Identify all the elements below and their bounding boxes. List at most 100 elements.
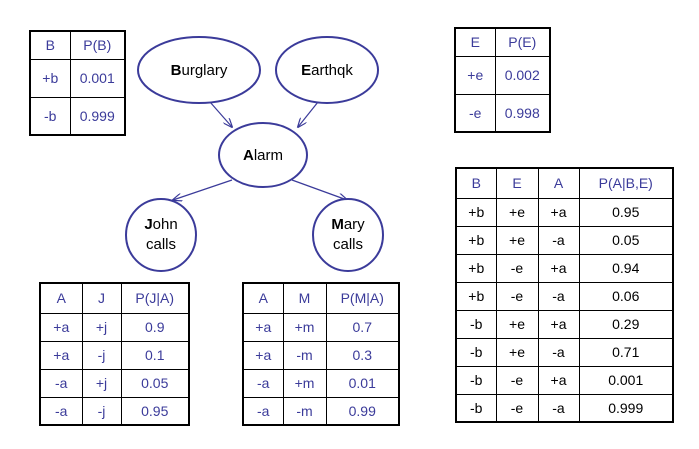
table-p-m-given-a: A M P(M|A) +a +m 0.7 +a -m 0.3 -a +m 0.0… (242, 282, 400, 426)
node-burglary-initial: B (171, 62, 182, 79)
table-p-e-cell: +e (454, 55, 496, 95)
table-p-a-header: P(A|B,E) (578, 167, 674, 199)
node-mary-calls: Mary calls (312, 198, 384, 272)
table-p-j-cell: 0.9 (120, 312, 190, 342)
table-p-a-cell: -a (537, 225, 580, 255)
node-john-initial: J (144, 216, 152, 233)
table-p-a-cell: +b (455, 197, 497, 227)
node-earthquake: Earthqk (275, 36, 379, 104)
table-p-e-header: P(E) (494, 27, 551, 57)
table-p-m-cell: 0.3 (325, 340, 400, 370)
table-p-j-cell: +j (81, 312, 122, 342)
table-p-a-cell: -b (455, 393, 497, 423)
table-p-a-cell: -b (455, 309, 497, 339)
node-alarm-initial: A (243, 147, 254, 164)
table-p-a-header: B (455, 167, 497, 199)
table-p-a-cell: +e (495, 197, 539, 227)
table-p-j-cell: 0.95 (120, 396, 190, 426)
table-p-a-cell: +b (455, 225, 497, 255)
table-p-a-cell: -e (495, 365, 539, 395)
table-p-a-cell: 0.95 (578, 197, 674, 227)
table-p-e-header: E (454, 27, 496, 57)
table-p-e: E P(E) +e 0.002 -e 0.998 (454, 27, 551, 133)
table-p-e-cell: 0.998 (494, 93, 551, 133)
table-p-a-cell: +b (455, 253, 497, 283)
table-p-m-header: A (242, 282, 284, 314)
table-p-m-cell: 0.01 (325, 368, 400, 398)
svg-text:Earthqk: Earthqk (301, 62, 353, 79)
table-p-j-given-a: A J P(J|A) +a +j 0.9 +a -j 0.1 -a +j 0.0… (39, 282, 190, 426)
table-p-m-header: P(M|A) (325, 282, 400, 314)
table-p-a-cell: -a (537, 393, 580, 423)
table-p-m-cell: +a (242, 340, 284, 370)
node-john-rest: ohn (153, 216, 178, 233)
table-p-a-cell: -e (495, 253, 539, 283)
table-p-a-cell: +b (455, 281, 497, 311)
table-p-b-cell: -b (29, 96, 71, 136)
table-p-a-cell: -e (495, 281, 539, 311)
svg-text:Alarm: Alarm (243, 147, 283, 164)
node-earthquake-initial: E (301, 62, 311, 79)
table-p-j-cell: 0.1 (120, 340, 190, 370)
node-john-line2: calls (146, 236, 176, 253)
table-p-m-cell: +a (242, 312, 284, 342)
table-p-a-cell: -b (455, 337, 497, 367)
table-p-a-header: E (495, 167, 539, 199)
table-p-e-cell: -e (454, 93, 496, 133)
edge-burglary-alarm (209, 101, 232, 127)
table-p-a-cell: 0.71 (578, 337, 674, 367)
svg-text:Mary: Mary (331, 216, 365, 233)
table-p-j-cell: +j (81, 368, 122, 398)
table-p-j-header: P(J|A) (120, 282, 190, 314)
table-p-j-cell: -j (81, 396, 122, 426)
table-p-a-cell: -a (537, 281, 580, 311)
node-mary-line2: calls (333, 236, 363, 253)
table-p-j-cell: -a (39, 368, 83, 398)
table-p-a-cell: +e (495, 309, 539, 339)
table-p-e-cell: 0.002 (494, 55, 551, 95)
table-p-a-cell: 0.999 (578, 393, 674, 423)
node-burglary-rest: urglary (181, 62, 227, 79)
node-earthquake-rest: arthqk (311, 62, 353, 79)
table-p-j-cell: +a (39, 340, 83, 370)
table-p-b-cell: 0.001 (69, 58, 126, 98)
table-p-j-cell: 0.05 (120, 368, 190, 398)
table-p-a-cell: -b (455, 365, 497, 395)
table-p-a-cell: +e (495, 225, 539, 255)
table-p-b-cell: 0.999 (69, 96, 126, 136)
table-p-b-cell: +b (29, 58, 71, 98)
table-p-m-cell: 0.7 (325, 312, 400, 342)
table-p-j-header: A (39, 282, 83, 314)
node-mary-initial: M (331, 216, 344, 233)
table-p-a-cell: 0.001 (578, 365, 674, 395)
node-burglary: Burglary (137, 36, 261, 104)
svg-text:John: John (144, 216, 177, 233)
table-p-m-cell: 0.99 (325, 396, 400, 426)
node-mary-rest: ary (344, 216, 365, 233)
table-p-a-cell: +e (495, 337, 539, 367)
table-p-a-cell: 0.94 (578, 253, 674, 283)
table-p-j-cell: +a (39, 312, 83, 342)
table-p-a-header: A (537, 167, 580, 199)
table-p-m-cell: -a (242, 396, 284, 426)
table-p-m-cell: -m (282, 396, 327, 426)
table-p-a-cell: -a (537, 337, 580, 367)
table-p-a-cell: +a (537, 365, 580, 395)
table-p-j-cell: -j (81, 340, 122, 370)
node-alarm-rest: larm (254, 147, 283, 164)
edge-alarm-john (173, 179, 233, 200)
svg-text:Burglary: Burglary (171, 62, 228, 79)
table-p-b-header: B (29, 30, 71, 60)
table-p-m-header: M (282, 282, 327, 314)
table-p-m-cell: +m (282, 368, 327, 398)
table-p-m-cell: +m (282, 312, 327, 342)
node-john-calls: John calls (125, 198, 197, 272)
table-p-a-cell: +a (537, 197, 580, 227)
table-p-j-header: J (81, 282, 122, 314)
table-p-a-cell: 0.05 (578, 225, 674, 255)
node-alarm: Alarm (218, 122, 308, 188)
table-p-j-cell: -a (39, 396, 83, 426)
table-p-a-cell: -e (495, 393, 539, 423)
